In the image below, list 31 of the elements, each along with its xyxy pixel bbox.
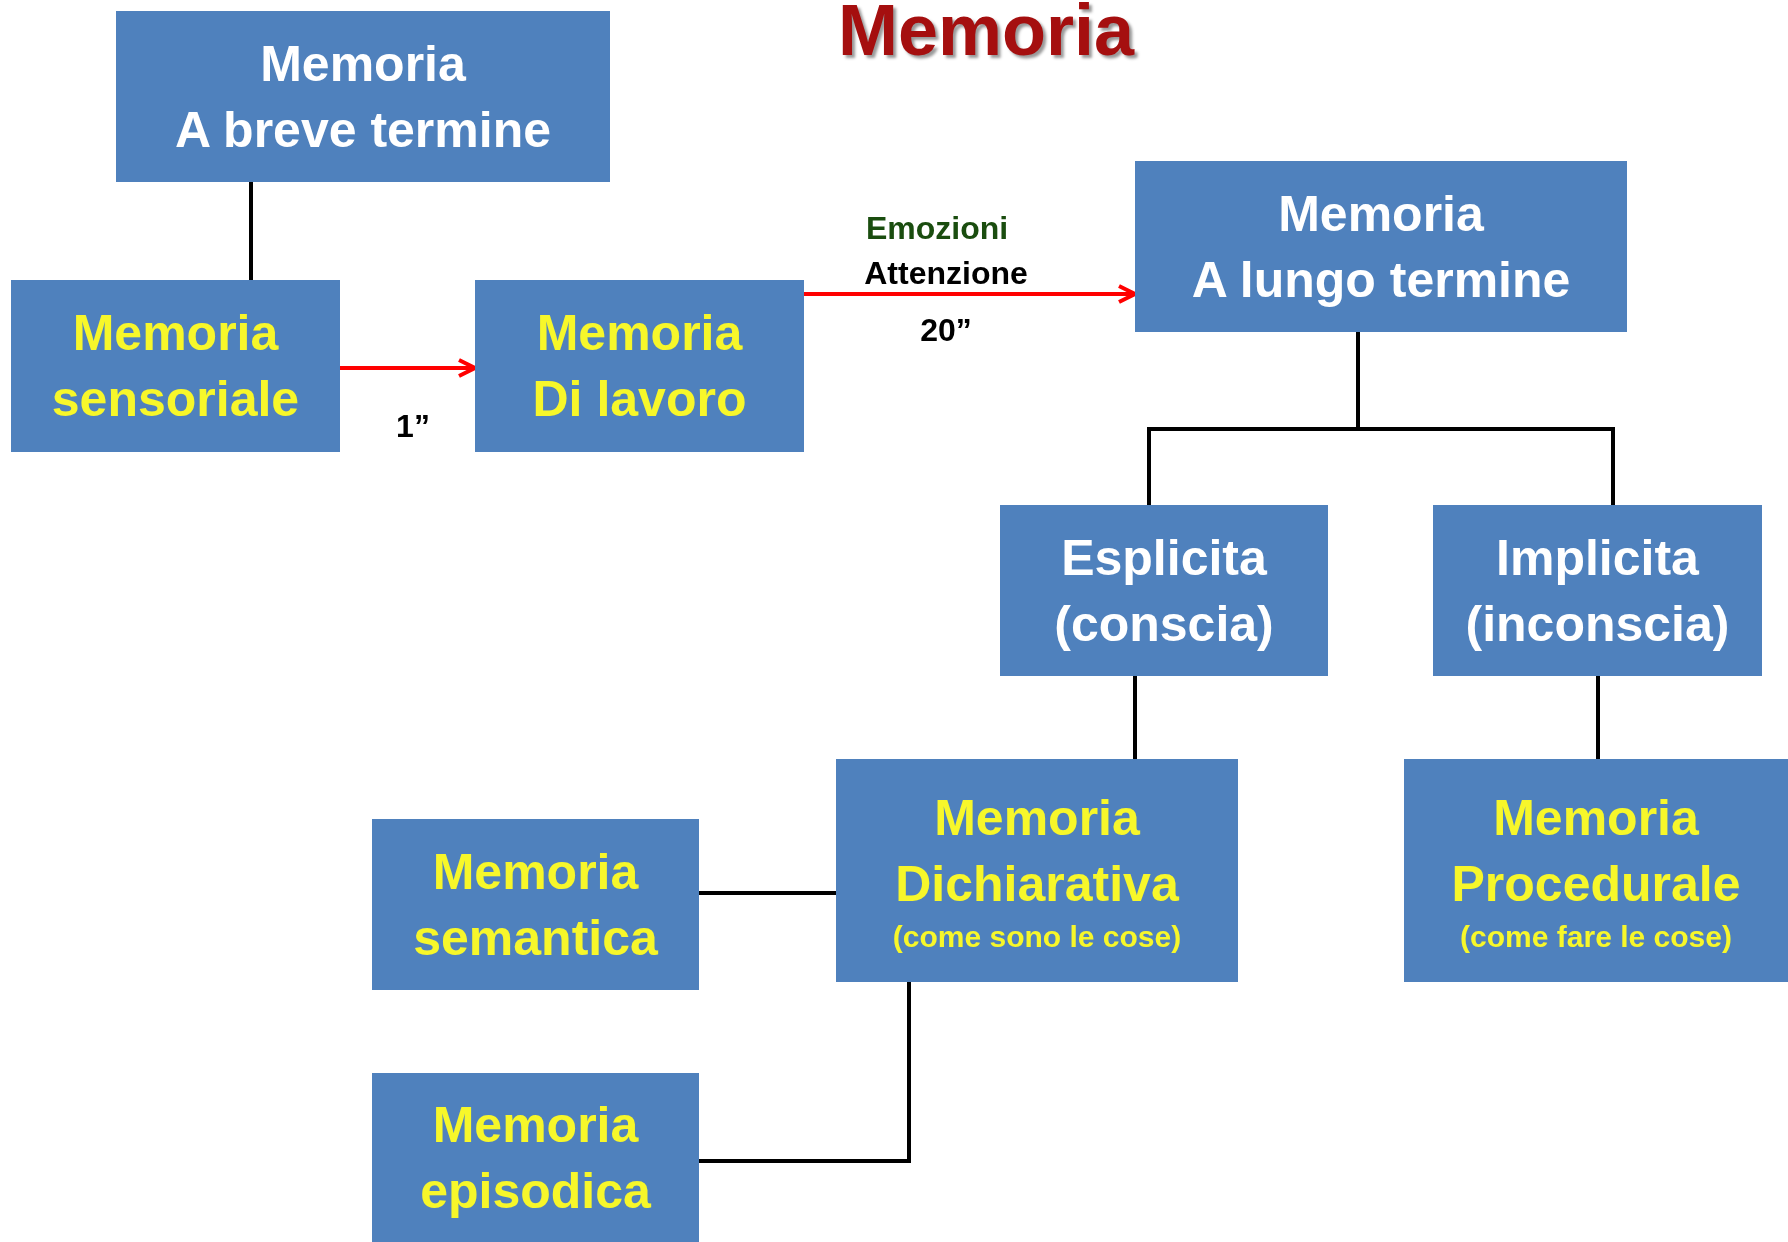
box-title: Memoria episodica [420,1095,651,1221]
memory-box [1000,505,1328,676]
memory-box [836,759,1238,982]
box-title: Memoria A lungo termine [1191,184,1571,310]
connector-line [1133,676,1137,759]
memory-box [372,1073,699,1242]
box-subtitle: (come fare le cose) [1460,919,1732,955]
memory-box [11,280,340,452]
box-title: Memoria Di lavoro [532,304,747,429]
arrow [340,358,477,378]
connector-line [249,182,253,280]
box-title: Implicita (inconscia) [1465,528,1730,654]
box-title: Memoria semantica [413,842,658,968]
connector-line [1596,676,1600,759]
connector-line [699,982,911,1163]
arrow [804,284,1137,304]
memory-box [475,280,804,452]
connector-line [699,891,836,895]
box-subtitle: (come sono le cose) [892,919,1182,955]
memory-box [1404,759,1788,982]
memory-box [372,819,699,990]
box-title: Memoria Procedurale [1451,789,1741,914]
box-title: Memoria sensoriale [51,304,300,429]
memory-box [116,11,610,182]
connector-line [1356,332,1615,505]
diagram-title: Memoria [837,0,1135,66]
memory-box [1135,161,1627,332]
memory-box [1433,505,1762,676]
box-title: Esplicita (conscia) [1054,528,1274,654]
box-title: Memoria Dichiarativa [895,789,1179,914]
box-title: Memoria A breve termine [174,34,552,160]
